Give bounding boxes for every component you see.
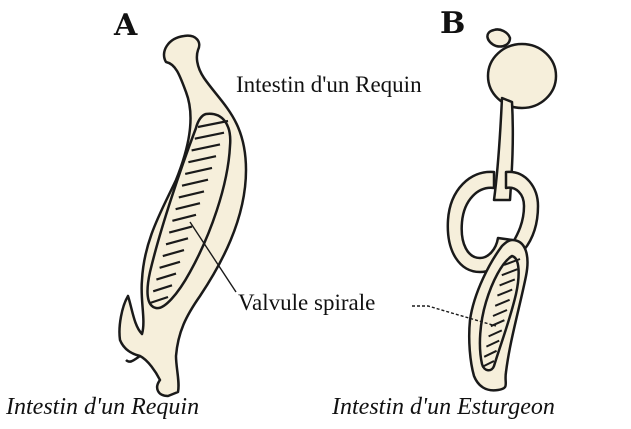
sturgeon-knob xyxy=(487,29,510,46)
sturgeon-intestine xyxy=(448,29,556,390)
panel-letter-a: A xyxy=(114,8,137,43)
sturgeon-stomach xyxy=(488,44,556,108)
label-valvule-spirale: Valvule spirale xyxy=(238,290,375,316)
caption-a: Intestin d'un Requin xyxy=(6,394,199,421)
caption-b: Intestin d'un Esturgeon xyxy=(332,394,555,421)
label-intestin-requin: Intestin d'un Requin xyxy=(236,72,422,98)
sturgeon-loop-right xyxy=(506,172,538,250)
shark-intestine xyxy=(119,36,246,396)
shark-intestine-spur xyxy=(126,356,140,362)
panel-letter-b: B xyxy=(440,6,465,41)
